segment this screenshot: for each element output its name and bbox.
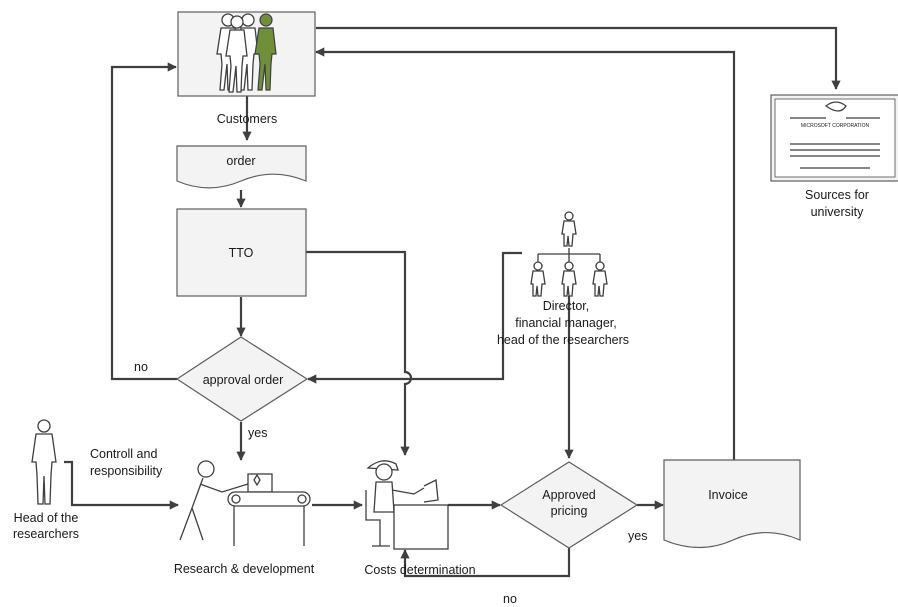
- edge-approval-no-to-customers: [110, 62, 177, 381]
- edge-customers-to-sources: [316, 26, 841, 90]
- edge-pricing-no-to-costs: [400, 548, 571, 578]
- certificate-text: MICROSOFT CORPORATION: [801, 123, 870, 129]
- order-label: order: [226, 154, 255, 168]
- connectors: [64, 26, 841, 578]
- head-label-line2: researchers: [13, 527, 79, 541]
- head-label-line1: Head of the: [14, 511, 79, 525]
- customers-node: Customers: [177, 11, 316, 126]
- director-label-line1: Director,: [543, 299, 590, 313]
- worker-pushing-icon: [179, 460, 311, 546]
- sources-label-line2: university: [811, 205, 865, 219]
- edge-label-no-left: no: [134, 360, 148, 374]
- tto-node: TTO: [176, 208, 307, 297]
- head-of-researchers-node: Head of the researchers Controll and res…: [13, 419, 163, 541]
- approved-pricing-node: Approved pricing: [499, 461, 639, 549]
- director-label-line3: head of the researchers: [497, 333, 629, 347]
- certificate-icon: MICROSOFT CORPORATION: [770, 94, 898, 182]
- sources-node: MICROSOFT CORPORATION Sources for univer…: [770, 94, 898, 219]
- invoice-label: Invoice: [708, 488, 748, 502]
- costs-node: Costs determination: [364, 460, 476, 577]
- research-node: Research & development: [174, 460, 315, 576]
- edge-tto-to-costs: [306, 250, 413, 456]
- customers-label: Customers: [217, 112, 277, 126]
- edge-label-yes-approval: yes: [248, 426, 267, 440]
- tto-label: TTO: [229, 246, 254, 260]
- worker-at-desk-icon: [365, 460, 449, 550]
- edge-label-yes-pricing: yes: [628, 529, 647, 543]
- edge-director-to-approval: [307, 251, 522, 384]
- order-node: order: [176, 145, 307, 189]
- director-label-line2: financial manager,: [515, 316, 616, 330]
- controll-label-line1: Controll and: [90, 447, 157, 461]
- org-chart-icon: [530, 211, 608, 297]
- approved-pricing-label-line1: Approved: [542, 488, 596, 502]
- invoice-document-shape: [663, 459, 801, 549]
- director-node: Director, financial manager, head of the…: [497, 211, 629, 347]
- research-label: Research & development: [174, 562, 315, 576]
- order-document-shape: [176, 145, 307, 189]
- edge-invoice-to-customers: [315, 47, 736, 460]
- people-group-icon: [216, 13, 277, 93]
- costs-label: Costs determination: [364, 563, 475, 577]
- approved-pricing-diamond: [499, 461, 639, 549]
- controll-label-line2: responsibility: [90, 464, 163, 478]
- approved-pricing-label-line2: pricing: [551, 504, 588, 518]
- edge-head-to-research: [64, 460, 179, 510]
- invoice-node: Invoice: [663, 459, 801, 549]
- approval-order-node: approval order: [175, 336, 309, 422]
- sources-label-line1: Sources for: [805, 188, 869, 202]
- approval-order-diamond: [175, 336, 309, 422]
- tto-box: [176, 208, 307, 297]
- approval-order-label: approval order: [203, 373, 284, 387]
- edge-label-no-bottom: no: [503, 592, 517, 606]
- person-icon: [31, 419, 57, 505]
